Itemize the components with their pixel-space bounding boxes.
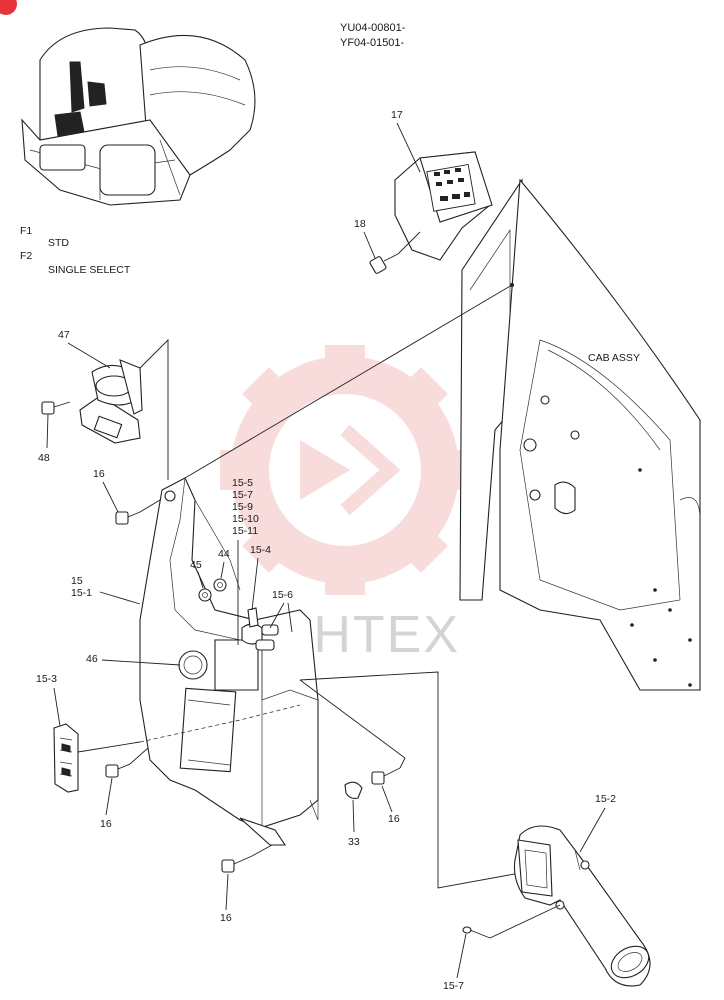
leader-47 — [67, 342, 111, 369]
label-15-4: 15-4 — [250, 544, 271, 556]
leader-panel-to-cab — [184, 284, 513, 479]
label-15-3: 15-3 — [36, 673, 57, 685]
leader-44 — [220, 561, 225, 579]
leader-panel-to-duct — [299, 671, 521, 889]
part-45-nut — [198, 588, 212, 602]
label-cab-assy: CAB ASSY — [588, 352, 640, 364]
leader-15-2 — [579, 807, 606, 853]
label-47: 47 — [58, 329, 70, 341]
leader-16-a — [102, 481, 119, 513]
label-15-11: 15-11 — [232, 525, 258, 537]
part-48-screw — [41, 401, 71, 415]
leader-15-3-mount — [77, 741, 141, 753]
corner-badge — [0, 0, 17, 15]
legend-f2-code: F2 — [20, 250, 32, 262]
part-15-3-switch-plate — [53, 723, 79, 793]
leader-15-6-b — [287, 602, 293, 633]
leader-15-4 — [251, 557, 259, 611]
serial-number-2: YF04-01501- — [340, 37, 405, 49]
label-45: 45 — [190, 559, 202, 571]
leader-15-3 — [53, 687, 61, 727]
label-16-a: 16 — [93, 468, 105, 480]
leader-16-d — [225, 873, 229, 911]
part-15-console-panel — [139, 477, 319, 846]
label-18: 18 — [354, 218, 366, 230]
label-16-c: 16 — [388, 813, 400, 825]
label-44: 44 — [218, 548, 230, 560]
label-15-1: 15-1 — [71, 587, 92, 599]
leader-46 — [101, 659, 181, 666]
label-16-d: 16 — [220, 912, 232, 924]
leader-17 — [396, 122, 421, 173]
label-15-6: 15-6 — [272, 589, 293, 601]
label-15-5: 15-5 — [232, 477, 253, 489]
leader-48 — [46, 413, 49, 449]
leader-16-c — [381, 785, 393, 813]
part-18-screw — [369, 253, 399, 274]
legend-f1-text: STD — [48, 237, 69, 249]
serial-number-1: YU04-00801- — [340, 22, 406, 34]
label-33: 33 — [348, 836, 360, 848]
part-15-2-air-duct — [513, 825, 651, 987]
leader-33 — [352, 799, 355, 833]
part-16-screw-d — [221, 855, 253, 873]
label-15-7-b: 15-7 — [443, 980, 464, 992]
label-46: 46 — [86, 653, 98, 665]
part-47-cup-holder — [79, 359, 143, 444]
part-16-screw-a — [115, 511, 141, 525]
legend-f2-text: SINGLE SELECT — [48, 264, 131, 276]
part-17-switch-panel — [394, 151, 493, 261]
label-15-9: 15-9 — [232, 501, 253, 513]
part-44-nut — [213, 578, 227, 592]
cab-assembly — [459, 178, 701, 691]
label-48: 48 — [38, 452, 50, 464]
legend-f1-code: F1 — [20, 225, 32, 237]
label-15-7-a: 15-7 — [232, 489, 253, 501]
leader-15-7-b — [456, 933, 467, 979]
label-15: 15 — [71, 575, 83, 587]
part-16-screw-c — [371, 767, 401, 785]
part-33-clip — [344, 781, 363, 799]
label-16-b: 16 — [100, 818, 112, 830]
leader-16-b — [105, 777, 113, 816]
leader-45 — [197, 571, 204, 589]
part-15-7-screw — [462, 926, 491, 939]
machine-overview-illustration — [21, 27, 256, 206]
label-15-10: 15-10 — [232, 513, 259, 525]
label-17: 17 — [391, 109, 403, 121]
label-15-2: 15-2 — [595, 793, 616, 805]
leader-15-6-a — [269, 602, 285, 629]
leader-15 — [99, 591, 141, 605]
part-16-screw-b — [105, 763, 131, 778]
leader-18 — [363, 231, 376, 259]
watermark-logo — [220, 345, 470, 595]
